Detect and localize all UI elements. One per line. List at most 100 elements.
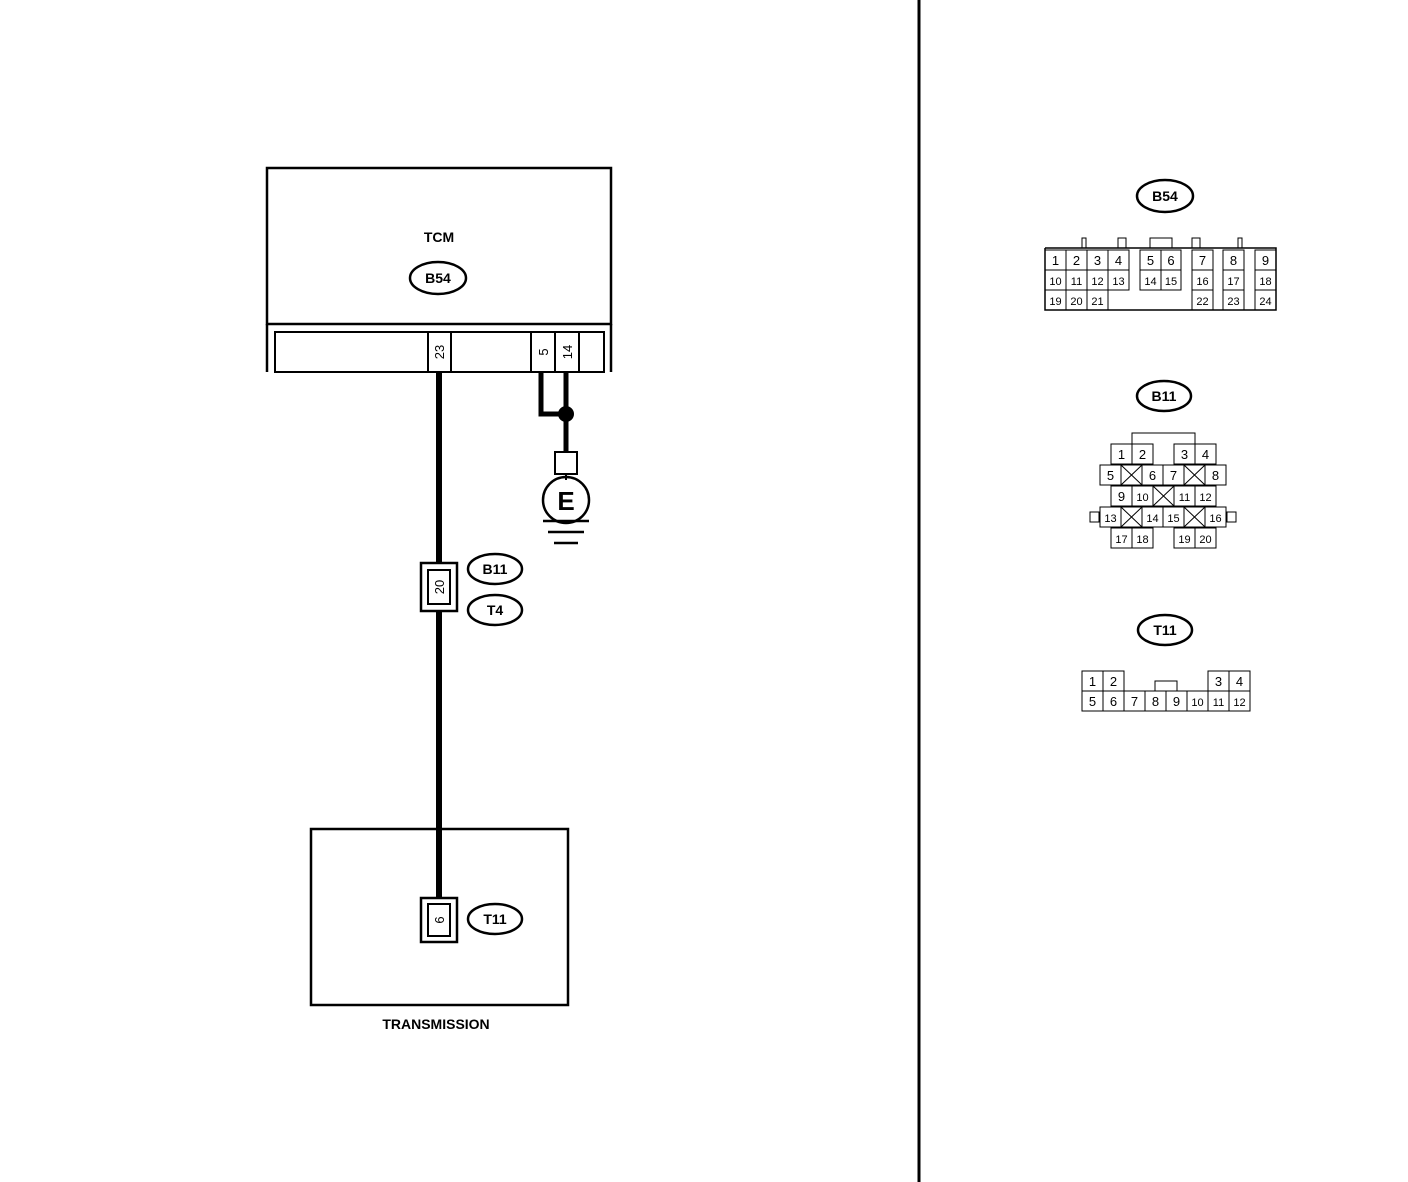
transmission-label: TRANSMISSION: [382, 1016, 489, 1032]
t11-pin-12: 12: [1233, 697, 1245, 709]
b11-cell-4: [1194, 443, 1217, 465]
b11-pin-16: 16: [1209, 513, 1221, 525]
b11-blank-cross: [1120, 464, 1143, 486]
b11-pin-11: 11: [1179, 492, 1190, 504]
tcm-label: TCM: [424, 229, 454, 245]
b11-pin-18: 18: [1136, 534, 1148, 546]
b54-pin-14: 14: [1144, 276, 1156, 288]
b11-pin-1: 1: [1118, 447, 1125, 462]
tcm-pin-23: 23: [432, 345, 447, 359]
b54-cell-23: [1222, 289, 1245, 311]
b11-pin-8: 8: [1212, 468, 1219, 483]
b54-pin-12: 12: [1091, 276, 1103, 288]
b11-blank-cross: [1120, 506, 1143, 528]
b11-blank-cross: [1183, 464, 1206, 486]
b11-pin-10: 10: [1136, 492, 1148, 504]
b54-pin-8: 8: [1230, 253, 1237, 268]
b11-tag-text: B11: [483, 561, 508, 577]
b54-pin-4: 4: [1115, 253, 1122, 268]
b11-pin-20: 20: [1199, 534, 1211, 546]
b11-pin-9: 9: [1118, 489, 1125, 504]
b11-blank-cell: [1120, 464, 1143, 486]
b11-cell-20: [1194, 527, 1217, 549]
b54-pin-24: 24: [1259, 296, 1271, 308]
b54-pin-5: 5: [1147, 253, 1154, 268]
b11-pin-15: 15: [1167, 513, 1179, 525]
t11-pin-8: 8: [1152, 694, 1159, 709]
b11-pin-7: 7: [1170, 468, 1177, 483]
b54-pin-7: 7: [1199, 253, 1206, 268]
b54-pin-16: 16: [1196, 276, 1208, 288]
tcm-unit: TCM B54 23 5 14: [265, 166, 613, 373]
b54-pin-15: 15: [1165, 276, 1177, 288]
t11-cell-12: [1228, 690, 1251, 712]
b54-pin-20: 20: [1070, 296, 1082, 308]
t4-tag-text: T4: [487, 602, 504, 618]
t11-pin-6: 6: [1110, 694, 1117, 709]
b54-pin-18: 18: [1259, 276, 1271, 288]
b54-pin-23: 23: [1227, 296, 1239, 308]
b54-cell-13: [1107, 269, 1130, 291]
t11-tag-text: T11: [483, 911, 507, 927]
b11-pin-2: 2: [1139, 447, 1146, 462]
b11-pin-4: 4: [1202, 447, 1209, 462]
trans-pin-6: 6: [432, 916, 447, 923]
ground-symbol: [541, 475, 591, 525]
t11-pin-11: 11: [1213, 697, 1224, 709]
b11-pin-17: 17: [1115, 534, 1127, 546]
b11-blank-cell: [1183, 464, 1206, 486]
b54-cell-21: [1086, 289, 1109, 311]
b11-pin-6: 6: [1149, 468, 1156, 483]
b54-pin-10: 10: [1049, 276, 1061, 288]
b54-pin-9: 9: [1262, 253, 1269, 268]
b11-blank-cross: [1183, 506, 1206, 528]
b11-cell-12: [1194, 485, 1217, 507]
t11-tag: [466, 902, 524, 936]
tcm-pin-14: 14: [560, 345, 575, 359]
t11-pin-9: 9: [1173, 694, 1180, 709]
b11-blank-cell: [1120, 506, 1143, 528]
b54-pin-3: 3: [1094, 253, 1101, 268]
t11-pin-3: 3: [1215, 674, 1222, 689]
b11-face-tag: B11: [1152, 388, 1177, 404]
b11-pin-3: 3: [1181, 447, 1188, 462]
t11-pin-4: 4: [1236, 674, 1243, 689]
b11-cell-18: [1131, 527, 1154, 549]
t11-pin-10: 10: [1191, 697, 1203, 709]
b54-pin-22: 22: [1196, 296, 1208, 308]
b54-pin-1: 1: [1052, 253, 1059, 268]
ground-wiring: E: [538, 372, 591, 545]
b11-blank-cell: [1183, 506, 1206, 528]
b11-pin-19: 19: [1178, 534, 1190, 546]
b54-cell-22: [1191, 289, 1214, 311]
splice-point: [558, 406, 574, 422]
b11-pin-13: 13: [1104, 513, 1116, 525]
b11-blank-cross: [1152, 485, 1175, 507]
b54-cell-15: [1160, 269, 1182, 291]
t4-tag: [466, 593, 524, 627]
b54-pin-6: 6: [1167, 253, 1174, 268]
b54-pin-17: 17: [1227, 276, 1239, 288]
t11-face-tag: T11: [1153, 622, 1177, 638]
t11-pin-5: 5: [1089, 694, 1096, 709]
tcm-connector-tag: [408, 260, 468, 296]
b54-pin-21: 21: [1091, 296, 1103, 308]
t11-pin-2: 2: [1110, 674, 1117, 689]
b54-pin-19: 19: [1049, 296, 1061, 308]
tcm-connector-tag-text: B54: [425, 270, 451, 286]
inline-pin-20: 20: [432, 580, 447, 594]
transmission-unit: 6 T11 TRANSMISSION: [309, 827, 570, 1032]
b54-pin-13: 13: [1112, 276, 1124, 288]
b54-pin-11: 11: [1071, 276, 1082, 288]
tcm-pin-5: 5: [536, 348, 551, 355]
b54-face-tag: B54: [1152, 188, 1178, 204]
ground-label: E: [557, 486, 574, 516]
b11-pin-14: 14: [1146, 513, 1158, 525]
inline-connector: 20 B11 T4: [419, 552, 524, 627]
b54-cell-24: [1254, 289, 1277, 311]
b11-pin-5: 5: [1107, 468, 1114, 483]
